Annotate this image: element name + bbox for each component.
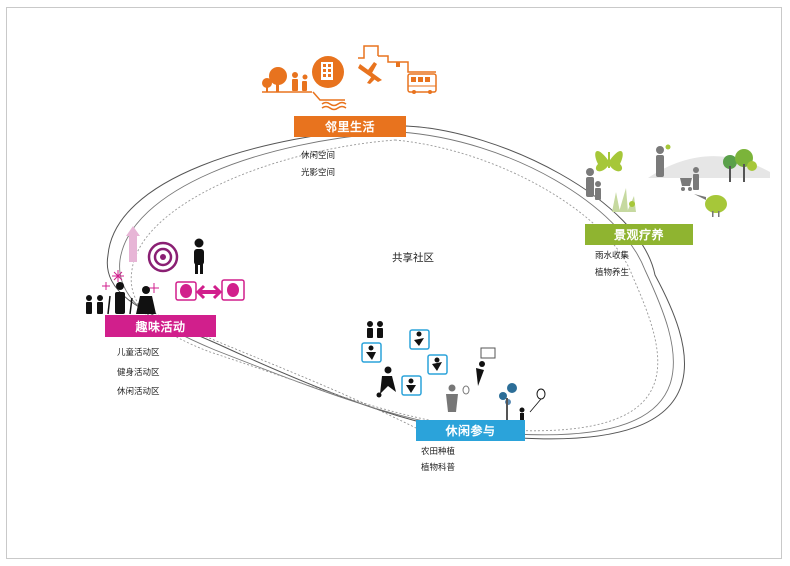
leisure-item: 农田种植 bbox=[421, 447, 456, 457]
sport-tile-icon bbox=[361, 329, 448, 396]
wellness-item: 植物养生 bbox=[595, 268, 630, 278]
fun-item: 休闲活动区 bbox=[117, 387, 160, 397]
tile-figures bbox=[366, 331, 442, 393]
tennis-icon bbox=[446, 384, 470, 412]
butterfly-icon bbox=[595, 151, 623, 172]
diagram-frame bbox=[6, 7, 782, 559]
neighborhood-item: 休闲空间 bbox=[301, 151, 336, 161]
kiwi-bird-icon bbox=[694, 194, 727, 217]
balloon-tree-icon bbox=[499, 383, 546, 421]
children-pair-icon bbox=[367, 321, 383, 338]
firework-icon bbox=[102, 270, 159, 293]
airplane-icon bbox=[358, 45, 382, 84]
stroller-icon bbox=[680, 167, 699, 191]
fun-icons bbox=[86, 226, 245, 315]
wellness-item: 雨水收集 bbox=[595, 251, 630, 261]
tree-cluster-icon bbox=[723, 149, 757, 182]
node-wellness[interactable]: 景观疗养 bbox=[585, 224, 693, 245]
center-title: 共享社区 bbox=[392, 252, 434, 264]
wellness-icons bbox=[586, 144, 770, 217]
building-icon bbox=[312, 56, 344, 88]
node-leisure[interactable]: 休闲参与 bbox=[416, 420, 525, 441]
node-wellness-title: 景观疗养 bbox=[613, 228, 664, 242]
leisure-item: 植物科普 bbox=[421, 463, 456, 473]
node-neighborhood[interactable]: 邻里生活 bbox=[294, 116, 406, 137]
leisure-icons bbox=[361, 321, 546, 421]
node-neighborhood-title: 邻里生活 bbox=[324, 120, 375, 134]
node-leisure-title: 休闲参与 bbox=[445, 424, 496, 438]
fun-item: 健身活动区 bbox=[117, 368, 160, 378]
bus-icon bbox=[378, 55, 437, 94]
family-walk-icon bbox=[586, 144, 671, 200]
elderly-icon bbox=[107, 282, 156, 315]
theater-masks-icon bbox=[175, 279, 245, 301]
fun-item: 儿童活动区 bbox=[117, 348, 160, 358]
target-icon bbox=[147, 241, 179, 273]
basketball-icon bbox=[476, 347, 496, 386]
rocket-icon bbox=[126, 226, 140, 262]
soccer-icon bbox=[376, 366, 396, 398]
children-icon bbox=[86, 295, 103, 314]
node-fun-title: 趣味活动 bbox=[135, 319, 186, 334]
family-icon bbox=[292, 72, 308, 91]
node-fun[interactable]: 趣味活动 bbox=[105, 315, 216, 337]
neighborhood-item: 光影空间 bbox=[301, 168, 336, 178]
water-waves-icon bbox=[312, 91, 347, 111]
person-icon bbox=[194, 238, 204, 274]
tree-icon bbox=[262, 67, 287, 92]
grass-icon bbox=[612, 188, 636, 212]
neighborhood-icons bbox=[262, 45, 437, 111]
